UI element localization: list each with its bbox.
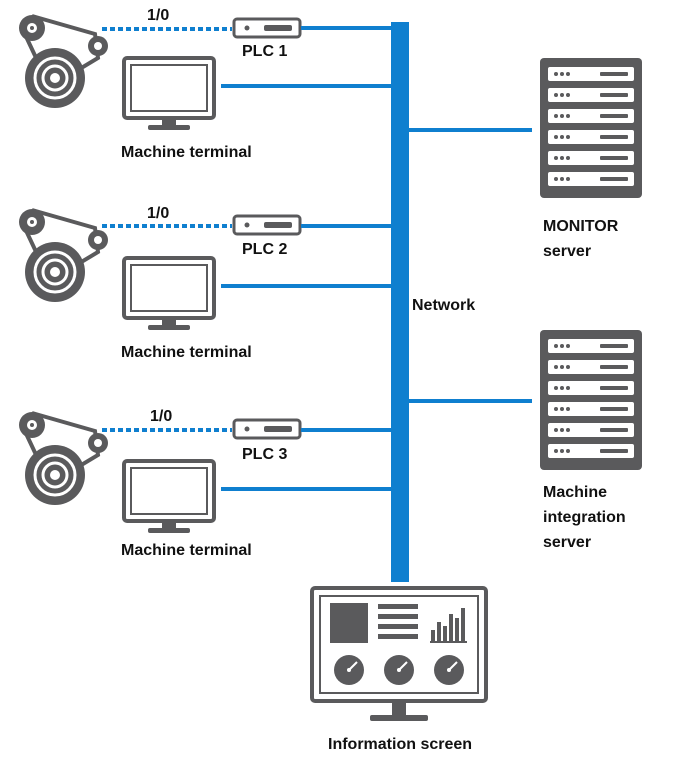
computer-monitor-icon [122,256,216,332]
plc-label-2: PLC 2 [242,241,288,258]
plc-device-icon [232,418,302,440]
belt-drive-motor-icon [17,410,110,507]
information-screen-label: Information screen [328,736,473,753]
machine-integration-server [407,330,642,470]
terminal-label-3: Machine terminal [121,542,252,559]
plc-device-icon [232,214,302,236]
terminal-label-1: Machine terminal [121,144,252,161]
server-rack-icon [540,58,642,198]
machine-1 [17,13,393,132]
computer-monitor-icon [122,459,216,535]
monitor-server [407,58,642,198]
io-label-3: 1/0 [150,408,173,425]
network-label: Network [412,297,476,314]
server-label-1-line1: MONITOR [543,218,619,235]
dashboard-display-icon [310,586,488,721]
io-label-2: 1/0 [147,205,170,222]
machine-2 [17,207,393,332]
server-rack-icon [540,330,642,470]
plc-label-3: PLC 3 [242,446,288,463]
server-label-2-line1: Machine [543,484,608,501]
computer-monitor-icon [122,56,216,132]
server-label-2-line3: server [543,534,592,551]
io-label-1: 1/0 [147,7,170,24]
machine-3 [17,410,393,535]
server-label-1-line2: server [543,243,592,260]
terminal-label-2: Machine terminal [121,344,252,361]
network-backbone [391,22,409,582]
server-label-2-line2: integration [543,509,626,526]
plc-label-1: PLC 1 [242,43,288,60]
belt-drive-motor-icon [17,13,110,110]
belt-drive-motor-icon [17,207,110,304]
plc-device-icon [232,17,302,39]
